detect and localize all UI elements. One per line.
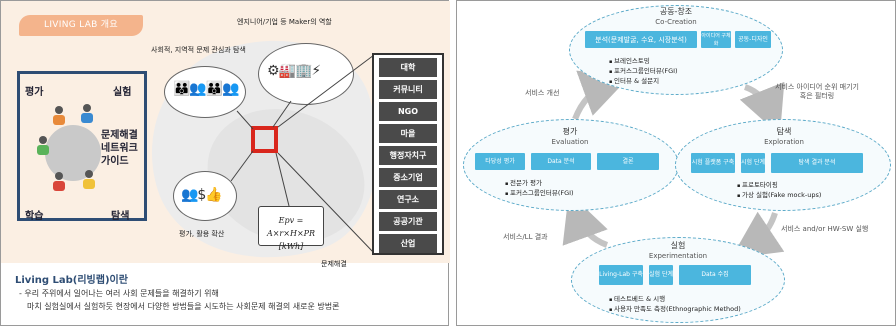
person-icon	[79, 104, 95, 127]
arrow-label-line: 서비스 아이디어 순위 매기기	[775, 83, 859, 91]
cycle-label-experiment: 실험	[113, 87, 132, 98]
person-icon	[35, 136, 51, 159]
stakeholder-item: 중소기업	[379, 168, 437, 187]
co-creation-analysis-chip: 분석(문제발굴, 수요, 시장분석)	[585, 31, 697, 48]
stakeholder-item: 산업	[379, 234, 437, 253]
formula-line: Epv = A×r×H×PR	[266, 216, 316, 238]
experimentation-data-chip: Data 수집	[679, 265, 751, 285]
living-lab-banner: LIVING LAB 개요	[19, 15, 143, 36]
method-item: 가상 실험(Fake mock-ups)	[737, 191, 821, 201]
exploration-test-chip: 시험 단계	[741, 153, 765, 173]
experimentation-title: 실험 Experimentation	[619, 241, 737, 261]
evaluation-conclusion-chip: 결론	[597, 153, 659, 170]
stakeholder-item: 연구소	[379, 190, 437, 209]
people-bubble-caption: 사회적, 지역적 문제 관심과 탐색	[151, 46, 246, 54]
method-item: 사용자 만족도 측정(Ethnographic Method)	[609, 305, 741, 315]
evaluation-methods: 전문가 평가 포커스그룹인터뷰(FGI)	[505, 179, 574, 199]
person-icon	[81, 170, 97, 193]
living-lab-definition-title: Living Lab(리빙랩)이란	[15, 275, 128, 286]
stakeholder-item: 행정자치구	[379, 146, 437, 165]
stakeholder-item: 대학	[379, 58, 437, 77]
method-item: 포커스그룹인터뷰(FGI)	[505, 189, 574, 199]
cycle-label-exploration: 탐색	[111, 211, 130, 222]
node-title-ko: 실험	[670, 241, 686, 250]
formula-unit: [kWh]	[278, 242, 304, 251]
node-title-en: Evaluation	[551, 138, 589, 146]
person-icon	[51, 106, 67, 129]
person-icon	[51, 172, 67, 195]
node-title-ko: 탐색	[776, 127, 792, 136]
node-title-ko: 평가	[562, 127, 578, 136]
exploration-platform-chip: 시험 플랫폼 구축	[691, 153, 735, 173]
definition-line: 마치 실험실에서 실험하듯 현장에서 다양한 방법들을 시도하는 사회문제 해결…	[27, 302, 340, 311]
method-item: 테스트베드 & 시행	[609, 295, 741, 305]
highlight-square	[251, 126, 278, 153]
industry-bubble-caption: 엔지니어/기업 등 Maker의 역할	[237, 18, 332, 26]
people-bubble	[164, 66, 246, 118]
problem-solving-guide: 문제해결 네트워크 가이드	[101, 129, 138, 168]
method-item: 인터뷰 & 설문지	[609, 77, 678, 87]
arrow-label-service-improve: 서비스 개선	[525, 89, 560, 97]
stakeholder-item: NGO	[379, 102, 437, 121]
co-creation-methods: 브레인스토밍 포커스그룹인터뷰(FGI) 인터뷰 & 설문지	[609, 57, 678, 87]
experimentation-build-chip: Living-Lab 구축	[599, 265, 643, 285]
money-people-icon: 👥$👍	[181, 187, 223, 203]
cycle-label-evaluation: 평가	[25, 87, 44, 98]
exploration-methods: 프로토타이핑 가상 실험(Fake mock-ups)	[737, 181, 821, 201]
node-title-en: Exploration	[764, 138, 804, 146]
living-lab-process-panel: 공동-창조 Co-Creation 분석(문제발굴, 수요, 시장분석) 아이디…	[456, 0, 896, 326]
living-lab-definition-text: - 우리 주위에서 일어나는 여러 사회 문제들을 해결하기 위해 마치 실험실…	[19, 287, 339, 313]
evaluation-feasibility-chip: 타당성 평가	[475, 153, 525, 170]
spread-bubble-caption: 평가, 활용 확산	[179, 230, 225, 238]
spread-bubble	[173, 171, 237, 221]
experimentation-stage-chip: 실험 단계	[649, 265, 673, 285]
node-title-ko: 공동-창조	[659, 7, 693, 16]
guide-line: 문제해결	[101, 130, 138, 141]
definition-line: - 우리 주위에서 일어나는 여러 사회 문제들을 해결하기 위해	[19, 289, 219, 298]
stakeholder-list: 대학 커뮤니티 NGO 마을 행정자치구 중소기업 연구소 공공기관 산업	[372, 53, 444, 255]
guide-line: 가이드	[101, 156, 129, 167]
method-item: 브레인스토밍	[609, 57, 678, 67]
arrow-label-implement: 서비스 and/or HW-SW 실행	[781, 225, 869, 233]
co-creation-idea-chip: 아이디어 구체화	[701, 31, 731, 48]
experimentation-methods: 테스트베드 & 시행 사용자 만족도 측정(Ethnographic Metho…	[609, 295, 741, 315]
guide-line: 네트워크	[101, 143, 138, 154]
co-creation-design-chip: 공동-디자인	[735, 31, 771, 48]
arrow-label-line: 혹은 필터링	[799, 92, 835, 100]
method-item: 프로토타이핑	[737, 181, 821, 191]
formula-box: Epv = A×r×H×PR [kWh]	[258, 206, 324, 251]
stakeholder-item: 공공기관	[379, 212, 437, 231]
evaluation-title: 평가 Evaluation	[511, 127, 629, 147]
cycle-label-learning: 학습	[25, 211, 44, 222]
living-lab-overview-panel: LIVING LAB 개요 평가 실험 학습 탐색 문제해결 네트워크 가이드 …	[0, 0, 450, 326]
co-creation-title: 공동-창조 Co-Creation	[617, 7, 735, 27]
method-item: 전문가 평가	[505, 179, 574, 189]
solve-caption: 문제해결	[321, 260, 347, 268]
people-group-icon: 👪👥👪👥	[173, 81, 240, 97]
arrow-label-results: 서비스/LL 결과	[503, 233, 548, 241]
factory-icon: ⚙🏭🏢⚡	[267, 63, 321, 79]
node-title-en: Experimentation	[648, 252, 708, 260]
stakeholder-item: 커뮤니티	[379, 80, 437, 99]
node-title-en: Co-Creation	[655, 18, 697, 26]
method-item: 포커스그룹인터뷰(FGI)	[609, 67, 678, 77]
evaluation-data-chip: Data 분석	[531, 153, 591, 170]
arrow-label-idea-filter: 서비스 아이디어 순위 매기기 혹은 필터링	[775, 83, 859, 101]
exploration-title: 탐색 Exploration	[725, 127, 843, 147]
exploration-analysis-chip: 탐색 결과 분석	[771, 153, 863, 173]
stakeholder-item: 마을	[379, 124, 437, 143]
